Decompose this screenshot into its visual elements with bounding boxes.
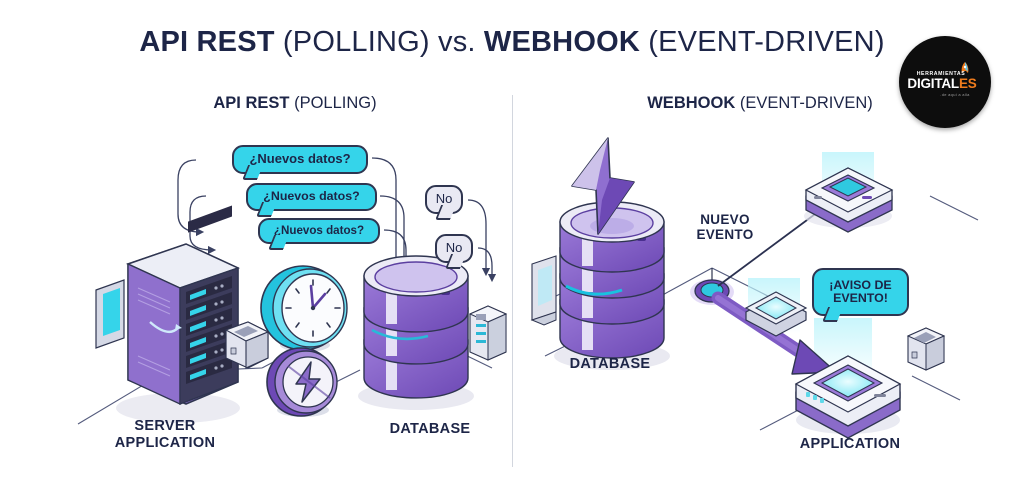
panel-title-right-normal: (EVENT-DRIVEN)	[735, 94, 873, 112]
server-rack-icon	[96, 205, 240, 423]
bubble-aviso-line1: ¡AVISO DE	[829, 277, 892, 292]
bubble-aviso-line2: EVENTO!	[833, 291, 888, 305]
panel-title-left: API REST (POLLING)	[130, 94, 460, 113]
application-box-icon-top	[804, 168, 892, 232]
server-block-icon	[470, 306, 506, 360]
bubble-no-2[interactable]: No	[435, 234, 473, 263]
logo-digital: DIGITAL	[907, 76, 959, 91]
application-box-icon-bottom	[796, 356, 900, 438]
bubble-aviso-evento[interactable]: ¡AVISO DE EVENTO!	[812, 268, 909, 316]
lightning-bolt-icon	[572, 138, 634, 234]
label-server-application: SERVER APPLICATION	[114, 418, 216, 451]
bubble-nuevos-datos-1[interactable]: ¿Nuevos datos?	[232, 145, 368, 174]
application-box-icon-mid	[746, 292, 806, 336]
label-application: APPLICATION	[799, 436, 901, 452]
database-cylinder-icon	[358, 256, 474, 410]
panel-title-left-normal: (POLLING)	[289, 94, 377, 112]
network-node-icon-right	[908, 328, 944, 370]
page-title: API REST (POLLING) vs. WEBHOOK (EVENT-DR…	[0, 26, 1024, 59]
logo-line-1: HERRAMIENTAS	[916, 71, 966, 77]
bubble-nuevos-datos-3[interactable]: ¿Nuevos datos?	[258, 218, 380, 244]
logo-line-2: DIGITALES	[907, 76, 976, 91]
label-database-right: DATABASE	[569, 356, 651, 372]
clock-icon	[261, 266, 347, 352]
network-node-icon	[226, 322, 268, 368]
title-part-webhook: WEBHOOK	[475, 26, 640, 58]
title-part-api-rest: API REST	[139, 26, 275, 58]
panel-title-left-bold: API REST	[213, 94, 290, 112]
rocket-icon	[961, 62, 969, 73]
bubble-no-1[interactable]: No	[425, 185, 463, 214]
label-nuevo-evento: NUEVO EVENTO	[696, 212, 754, 243]
panel-divider	[512, 95, 514, 467]
logo-tagline: .de aqui a alla	[940, 92, 970, 97]
panel-title-right: WEBHOOK (EVENT-DRIVEN)	[560, 94, 960, 113]
polling-arrows	[178, 158, 497, 283]
bubble-nuevos-datos-2[interactable]: ¿Nuevos datos?	[246, 183, 377, 211]
brand-logo: HERRAMIENTAS DIGITALES .de aqui a alla	[899, 36, 991, 128]
title-part-vs: vs.	[438, 26, 476, 58]
side-panel-icon	[532, 256, 556, 325]
title-part-event-driven: (EVENT-DRIVEN)	[640, 26, 885, 58]
rack-units	[186, 276, 232, 384]
database-cylinder-icon-right	[554, 202, 670, 370]
logo-es: ES	[958, 76, 977, 91]
panel-title-right-bold: WEBHOOK	[647, 94, 736, 112]
title-part-polling: (POLLING)	[274, 26, 438, 58]
label-database-left: DATABASE	[389, 421, 471, 437]
lightning-circle-icon	[267, 348, 337, 417]
